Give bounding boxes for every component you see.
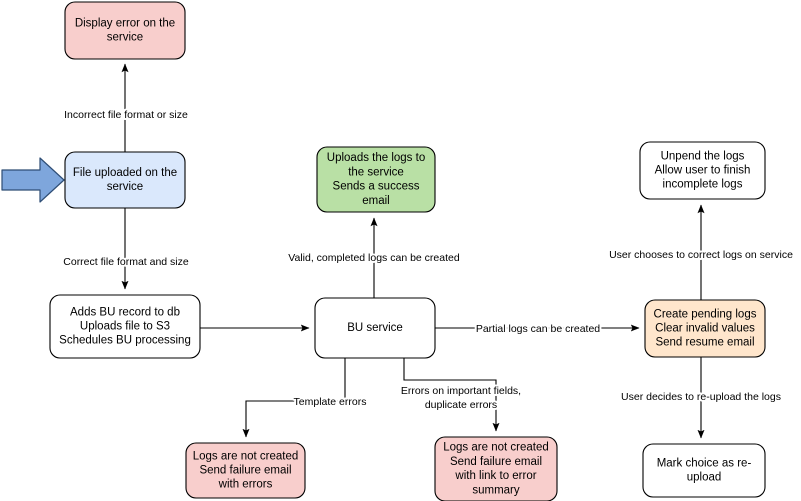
node-shape-create-pending-logs — [644, 299, 766, 358]
edge-label-valid-completed-logs: Valid, completed logs can be createdVali… — [286, 250, 462, 266]
node-label-uploads-logs-success-line-3: email — [362, 195, 389, 207]
node-shape-adds-bu-record — [49, 294, 201, 359]
edge-label-text-errors-important-fields-1: Errors on important fields, — [401, 385, 521, 397]
edge-label-text-user-reuploads: User decides to re-upload the logs — [621, 391, 781, 403]
edge-label-halo-errors-important-fields-1: Errors on important fields, — [401, 385, 521, 397]
edge-errors-important-fields — [403, 358, 500, 432]
node-shape-display-error — [64, 1, 186, 60]
edge-label-halo-partial-logs: Partial logs can be created — [476, 323, 600, 335]
edge-label-halo-incorrect-format: Incorrect file format or size — [64, 109, 188, 121]
edge-label-halo-errors-important-fields-2: duplicate errors — [425, 399, 497, 411]
node-label-mark-choice-reupload-line-0: Mark choice as re- — [657, 457, 752, 469]
edge-label-text-template-errors: Template errors — [294, 396, 367, 408]
node-label-unpend-logs-line-2: incomplete logs — [663, 179, 743, 191]
node-label-uploads-logs-success-line-2: Sends a success — [333, 181, 420, 193]
node-shape-unpend-logs — [639, 141, 766, 200]
node-label-logs-not-created-errors-line-1: Send failure email — [199, 465, 291, 477]
edge-label-halo-template-errors: Template errors — [294, 396, 367, 408]
node-shape-logs-not-created-summary — [434, 436, 558, 501]
edge-label-halo-user-reuploads: User decides to re-upload the logs — [621, 391, 781, 403]
node-shape-bu-service — [314, 297, 436, 359]
edge-label-text-incorrect-format: Incorrect file format or size — [64, 109, 188, 121]
node-label-bu-service-line-0: BU service — [347, 322, 403, 334]
node-label-adds-bu-record-line-2: Schedules BU processing — [59, 335, 191, 347]
node-label-create-pending-logs-line-2: Send resume email — [655, 337, 754, 349]
node-shape-logs-not-created-errors — [185, 442, 306, 499]
edge-label-halo-correct-format: Correct file format and size — [63, 256, 189, 268]
node-label-logs-not-created-summary-line-3: summary — [472, 484, 520, 496]
node-shape-file-uploaded — [64, 151, 186, 209]
edge-label-text-user-corrects-logs: User chooses to correct logs on service — [609, 249, 793, 261]
node-label-file-uploaded-line-1: service — [107, 181, 143, 193]
edge-label-halo-valid-completed-logs: Valid, completed logs can be created — [288, 252, 460, 264]
node-label-logs-not-created-summary-line-0: Logs are not created — [443, 442, 549, 454]
edge-label-text-partial-logs: Partial logs can be created — [476, 323, 600, 335]
node-label-logs-not-created-errors-line-2: with errors — [218, 479, 273, 491]
node-label-logs-not-created-summary-line-2: with link to error — [454, 470, 536, 482]
node-shape-mark-choice-reupload — [642, 443, 766, 498]
edge-label-text-errors-important-fields-2: duplicate errors — [425, 399, 497, 411]
node-label-display-error-line-1: service — [107, 32, 143, 44]
node-label-logs-not-created-errors-line-0: Logs are not created — [193, 450, 299, 462]
node-label-display-error-line-0: Display error on the — [75, 17, 175, 29]
edge-label-halo-user-corrects-logs: User chooses to correct logs on service — [609, 249, 793, 261]
node-shape-uploads-logs-success — [316, 146, 436, 213]
node-label-unpend-logs-line-0: Unpend the logs — [661, 150, 745, 162]
node-label-adds-bu-record-line-0: Adds BU record to db — [70, 306, 180, 318]
edge-label-text-valid-completed-logs: Valid, completed logs can be created — [288, 252, 460, 264]
edges-group — [121, 63, 705, 439]
node-label-create-pending-logs-line-0: Create pending logs — [654, 308, 757, 320]
node-mark-choice-reupload[interactable]: Mark choice as re-upload — [642, 443, 766, 498]
node-adds-bu-record[interactable]: Adds BU record to db Uploads file to S3 Sc… — [49, 294, 201, 359]
node-display-error[interactable]: Display error on the service — [64, 1, 186, 60]
node-label-uploads-logs-success-line-0: Uploads the logs to — [327, 152, 425, 164]
start-arrow-icon — [1, 157, 65, 203]
node-label-uploads-logs-success-line-1: the service — [348, 166, 404, 178]
node-label-adds-bu-record-line-1: Uploads file to S3 — [80, 321, 170, 333]
node-label-logs-not-created-summary-line-1: Send failure email — [450, 456, 542, 468]
node-bu-service[interactable]: BU service — [314, 297, 436, 359]
node-label-mark-choice-reupload-line-1: upload — [687, 472, 722, 484]
node-label-file-uploaded-line-0: File uploaded on the — [73, 167, 177, 179]
edge-template-errors — [242, 358, 346, 438]
edge-label-user-corrects-logs: User chooses to correct logs on serviceU… — [607, 247, 795, 263]
node-file-uploaded[interactable]: File uploaded on the service — [64, 151, 186, 209]
node-label-create-pending-logs-line-1: Clear invalid values — [655, 323, 755, 335]
edge-label-errors-important-fields-1: Errors on important fields,Errors on imp… — [399, 383, 523, 399]
edge-label-text-correct-format: Correct file format and size — [63, 256, 189, 268]
node-label-unpend-logs-line-1: Allow user to finish — [655, 165, 751, 177]
